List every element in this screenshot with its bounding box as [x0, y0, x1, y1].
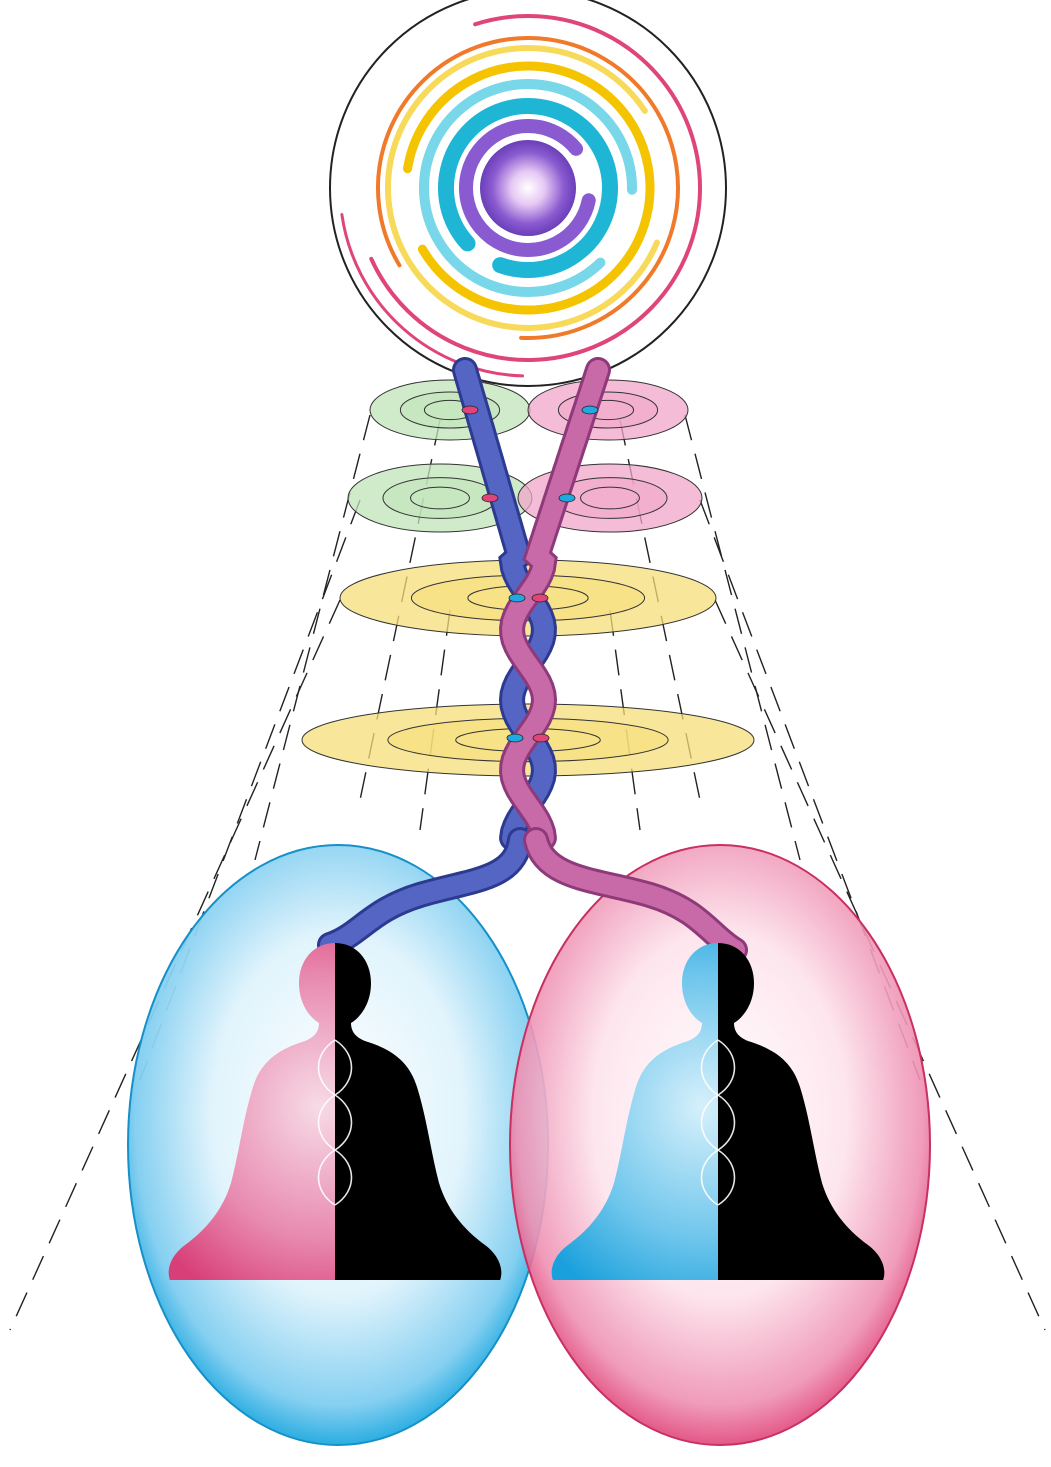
cord-marker: [532, 594, 548, 602]
energy-disc-layer: [348, 464, 702, 532]
energy-disc-layer: [370, 380, 688, 440]
spiral-sphere-icon: [330, 0, 726, 386]
energy-disc-ring: [383, 478, 497, 519]
cord-marker: [509, 594, 525, 602]
cord-marker: [482, 494, 498, 502]
dashed-line: [685, 415, 800, 860]
cord-marker: [462, 406, 478, 414]
cord-marker: [582, 406, 598, 414]
dashed-line: [255, 415, 370, 860]
cord-marker: [507, 734, 523, 742]
cord-marker: [559, 494, 575, 502]
cord-marker: [533, 734, 549, 742]
